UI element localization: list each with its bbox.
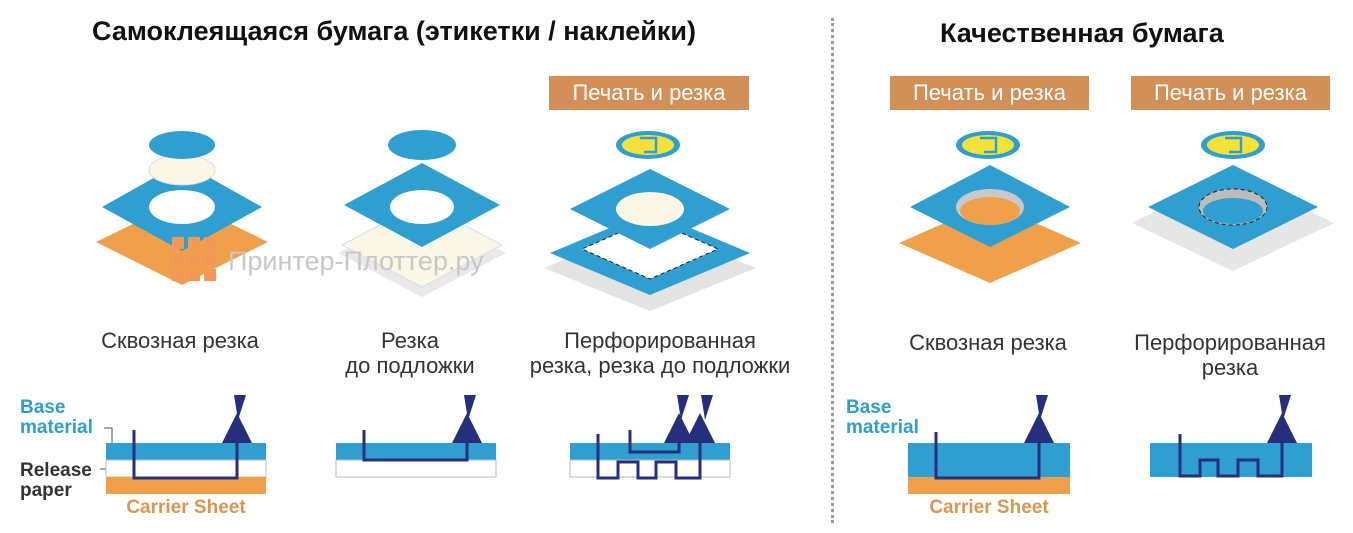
section-divider bbox=[831, 18, 834, 523]
label-carrier-sheet: Carrier Sheet bbox=[126, 497, 246, 518]
caption-perf-line1: Перфорированная bbox=[1134, 330, 1326, 355]
leader-base bbox=[104, 427, 113, 450]
blade-icon-2 bbox=[701, 395, 713, 420]
print-mark-icon bbox=[962, 135, 1014, 155]
layer-release bbox=[105, 459, 267, 478]
diagram-through-cut bbox=[100, 395, 267, 494]
label-base-material-right-2: material bbox=[846, 417, 919, 438]
blade-icon-1 bbox=[677, 395, 689, 420]
leader-release bbox=[100, 468, 113, 470]
layer-base bbox=[1150, 443, 1312, 477]
illustration-perf-kiss-cut bbox=[544, 131, 756, 311]
layer-base bbox=[908, 443, 1070, 477]
layer-base bbox=[570, 443, 730, 460]
caption-perf-line2: резка bbox=[1201, 355, 1259, 380]
illustration-through-cut-quality bbox=[899, 131, 1081, 283]
label-release-paper-1: Release bbox=[20, 460, 92, 481]
badge-print-cut-3: Печать и резка bbox=[1131, 76, 1330, 110]
label-carrier-sheet-right: Carrier Sheet bbox=[929, 497, 1049, 518]
label-base-material-2: material bbox=[20, 417, 93, 438]
diagram-perf-kiss-cut bbox=[569, 395, 731, 480]
layer-carrier bbox=[908, 477, 1070, 494]
blade-icon bbox=[234, 395, 246, 420]
illustration-kiss-cut bbox=[338, 130, 506, 297]
caption-through-cut-2: Сквозная резка bbox=[909, 330, 1067, 355]
print-mark-line bbox=[640, 136, 658, 154]
title-quality-paper: Качественная бумага bbox=[940, 18, 1224, 48]
diagram-kiss-cut bbox=[335, 395, 497, 478]
print-mark-icon bbox=[622, 135, 674, 155]
label-base-material-1: Base bbox=[20, 397, 66, 418]
caption-perf-kiss-line2: резка, резка до подложки bbox=[529, 353, 791, 378]
perf-cut-path bbox=[596, 413, 715, 480]
cut-path bbox=[934, 413, 1054, 480]
layer-carrier bbox=[106, 477, 266, 494]
label-disk bbox=[388, 130, 456, 160]
layer-release bbox=[569, 459, 731, 478]
cut-hole bbox=[149, 190, 215, 224]
cut-hole bbox=[616, 192, 684, 226]
caption-through-cut: Сквозная резка bbox=[101, 328, 259, 353]
kiss-cut-path bbox=[628, 413, 694, 454]
badge-print-cut-2: Печать и резка bbox=[890, 76, 1089, 110]
watermark-text: Принтер-Плоттер.ру bbox=[228, 246, 484, 276]
print-mark-line bbox=[1225, 136, 1243, 154]
badge-print-cut-1: Печать и резка bbox=[549, 76, 749, 110]
label-base-material-right-1: Base bbox=[846, 397, 892, 418]
print-mark-icon bbox=[1207, 135, 1259, 155]
cut-path bbox=[132, 413, 252, 480]
blade-icon bbox=[1036, 395, 1048, 420]
layer-release bbox=[335, 459, 497, 478]
illustration-perf-quality bbox=[1132, 131, 1334, 271]
layer-base bbox=[106, 443, 266, 460]
cut-path bbox=[362, 413, 482, 462]
watermark-logo-icon bbox=[172, 237, 216, 281]
layer-base bbox=[336, 443, 496, 460]
label-release-paper-2: paper bbox=[20, 480, 72, 501]
blade-icon bbox=[1279, 395, 1291, 420]
hole-bottom bbox=[960, 197, 1020, 225]
release-disk bbox=[148, 154, 216, 186]
perf-cut-path bbox=[1178, 413, 1297, 478]
title-adhesive-paper: Самоклеящаяся бумага (этикетки / наклейк… bbox=[92, 16, 696, 46]
blade-icon bbox=[464, 395, 476, 420]
hole-inner bbox=[1203, 198, 1263, 224]
caption-perf-kiss-line1: Перфорированная bbox=[564, 328, 756, 353]
label-disk bbox=[149, 131, 215, 159]
kiss-cut-hole bbox=[390, 190, 454, 224]
diagram-through-cut-quality bbox=[908, 395, 1070, 494]
print-mark-line bbox=[980, 136, 998, 154]
caption-kiss-cut-line2: до подложки bbox=[345, 353, 475, 378]
diagram-perf-quality bbox=[1150, 395, 1312, 478]
caption-kiss-cut-line1: Резка bbox=[381, 328, 439, 353]
